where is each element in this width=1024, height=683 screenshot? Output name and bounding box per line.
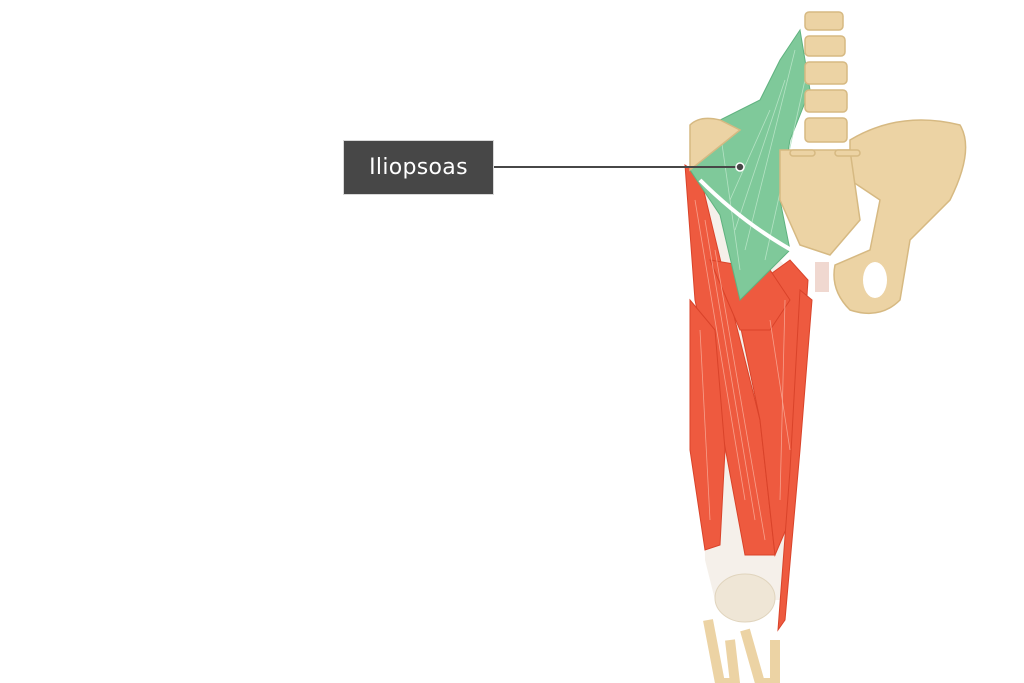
iliopsoas-fibers (719, 49, 806, 271)
inguinal-ligament (698, 178, 811, 262)
lumbar-spine (789, 11, 861, 157)
patella (714, 573, 776, 623)
pubic-symphysis (815, 262, 829, 292)
tibia-fibula (703, 619, 780, 683)
thigh-muscles (684, 164, 813, 632)
iliopsoas-label: Iliopsoas (343, 140, 494, 195)
leader-dot (735, 162, 745, 172)
obturator-foramen (863, 262, 887, 298)
pelvis (689, 117, 967, 315)
muscle-fibers (694, 199, 791, 541)
